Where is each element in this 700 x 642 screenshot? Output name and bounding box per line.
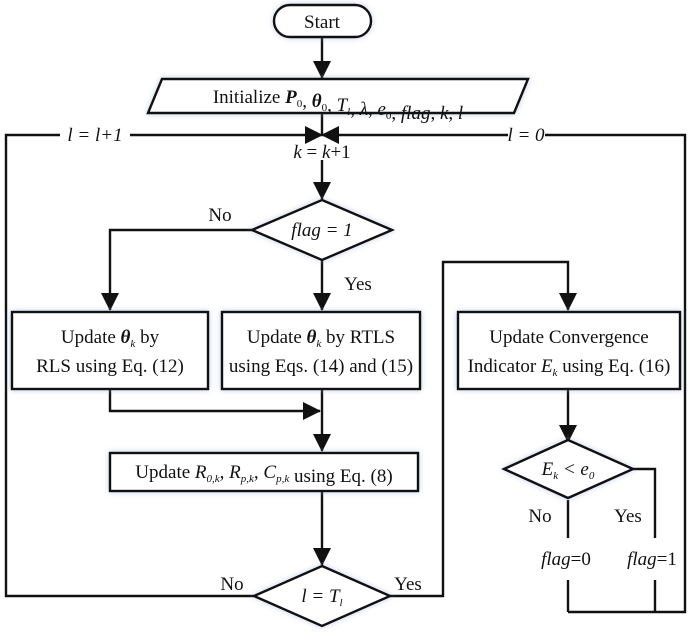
edge-loop-l-reset [545,133,687,614]
update-term: R [194,462,207,483]
rtls-update-line1: Update θk by RTLS [247,327,395,350]
l-decision-node: l = Tl [251,564,393,628]
separator: , [254,462,264,483]
initialize-node: Initialize P0, θ0, Tl, λ, e0, flag, k, l [146,77,530,124]
update-suffix: using Eq. (8) [289,466,392,487]
separator: , [430,103,440,124]
start-node: Start [272,3,373,39]
separator: , [350,99,360,120]
edge-edecision-yes [633,467,657,538]
update-params-label: Update R0,k, Rp,k, Cp,k using Eq. (8) [135,462,392,487]
initialize-param-sub: l [347,106,350,118]
convergence-line2: Indicator Ek using Eq. (16) [468,356,671,379]
l-decision-label: l = Tl [301,586,342,609]
update-term-sub: p,k [275,473,290,485]
convergence-line1: Update Convergence [489,327,649,348]
update-term: R [228,462,241,483]
flag1-label: flag=1 [627,549,677,570]
rls-update-line2: RLS using Eq. (12) [36,356,184,377]
separator: , [327,95,337,116]
separator: , [391,103,401,124]
l-reset-label: l = 0 [507,125,545,146]
e-decision-label: Ek < e0 [541,459,595,482]
rls-update-node: Update θk by RLS using Eq. (12) [10,310,210,391]
l-decision-yes-label: Yes [394,574,422,595]
separator: , [302,91,312,112]
update-term-sub: p,k [240,473,255,485]
convergence-update-node: Update Convergence Indicator Ek using Eq… [456,310,682,391]
edge-flag-no [101,228,252,311]
edge-ldecision-yes [390,260,577,598]
flag-decision-no-label: No [208,205,231,226]
update-term: C [263,462,276,483]
k-fragment: +1 [330,142,350,163]
initialize-param: l [458,103,463,124]
k-fragment: k [293,142,302,163]
initialize-param: λ [359,99,368,120]
separator: , [448,103,458,124]
separator: , [368,99,378,120]
separator: , [220,462,230,483]
edge-loop-l-increment [4,133,254,598]
update-prefix: Update [135,462,195,483]
initialize-label: Initialize P0, θ0, Tl, λ, e0, flag, k, l [213,87,463,124]
initialize-param-sub: 0 [386,110,392,122]
e-decision-no-label: No [528,506,551,527]
initialize-param: e [377,99,385,120]
update-term-sub: 0,k [207,473,221,485]
flag-decision-yes-label: Yes [344,274,372,295]
l-decision-no-label: No [220,574,243,595]
rtls-update-line2: using Eqs. (14) and (15) [229,356,413,377]
k-fragment: = [302,142,322,163]
initialize-param-sub: 0 [297,98,303,110]
edge-rls-to-merge [108,389,321,420]
initialize-param: P [284,87,297,108]
initialize-param: θ [312,91,322,112]
rls-update-line1: Update θk by [61,327,160,350]
flag-decision-node: flag = 1 [248,198,396,262]
l-increment-label: l = l+1 [67,125,122,146]
e-decision-node: Ek < e0 [501,438,636,500]
flag-decision-label: flag = 1 [291,220,352,241]
initialize-prefix: Initialize [213,87,285,108]
k-increment-label: k = k+1 [293,142,350,163]
rtls-update-node: Update θk by RTLS using Eqs. (14) and (1… [220,310,422,391]
start-label: Start [304,12,341,33]
initialize-param: T [337,95,349,116]
initialize-param-sub: 0 [322,102,328,114]
e-decision-yes-label: Yes [614,506,642,527]
initialize-param: k [440,103,449,124]
k-fragment: k [322,142,331,163]
update-params-node: Update R0,k, Rp,k, Cp,k using Eq. (8) [108,451,420,493]
initialize-param: flag [401,103,431,124]
flag0-label: flag=0 [541,549,591,570]
